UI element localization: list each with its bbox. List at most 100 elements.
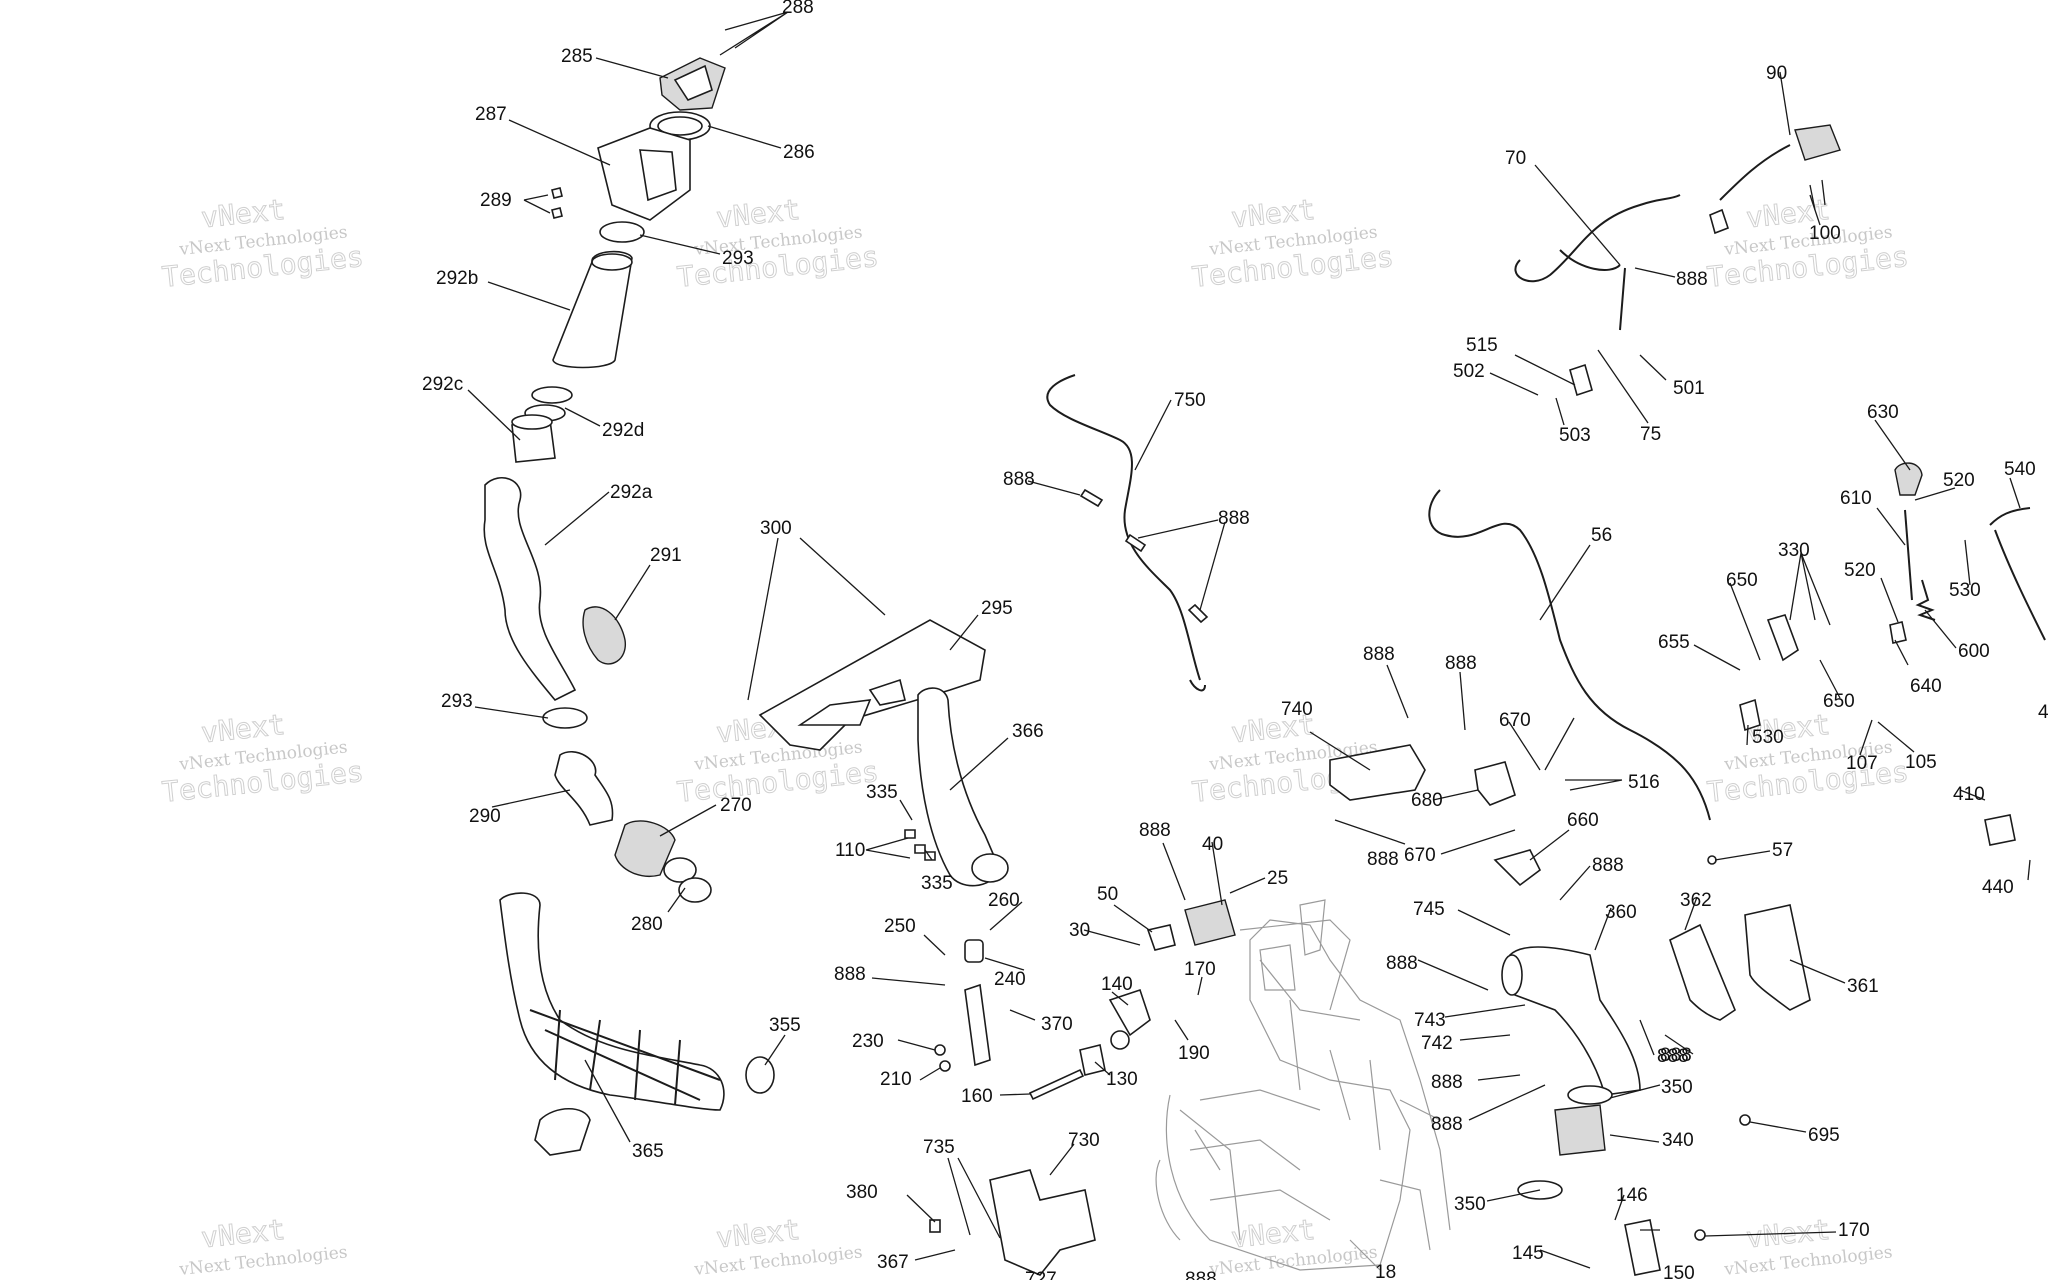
callout-label: 650 bbox=[1823, 691, 1855, 712]
callout-label: 743 bbox=[1414, 1010, 1446, 1031]
callout-label: 335 bbox=[866, 782, 898, 803]
watermark-text: vNext bbox=[1230, 193, 1317, 235]
callout-label: 501 bbox=[1673, 378, 1705, 399]
callout-label: 360 bbox=[1605, 902, 1637, 923]
callout-label: 293 bbox=[722, 248, 754, 269]
callout-label: 286 bbox=[783, 142, 815, 163]
callout-label: 735 bbox=[923, 1137, 955, 1158]
engine-outline bbox=[1155, 899, 1451, 1271]
callout-label: 280 bbox=[631, 914, 663, 935]
callout-label: 888 bbox=[834, 964, 866, 985]
callout-label: 340 bbox=[1662, 1130, 1694, 1151]
callout-label: 240 bbox=[994, 969, 1026, 990]
callout-label: 888 bbox=[1660, 1045, 1692, 1066]
callout-label: 530 bbox=[1752, 727, 1784, 748]
callout-label: 670 bbox=[1404, 845, 1436, 866]
callout-label: 730 bbox=[1068, 1130, 1100, 1151]
callout-label: 670 bbox=[1499, 710, 1531, 731]
callout-label: 57 bbox=[1772, 840, 1793, 861]
callout-label: 888 bbox=[1185, 1269, 1217, 1280]
callout-label: 410 bbox=[1953, 784, 1985, 805]
callout-label: 516 bbox=[1628, 772, 1660, 793]
callout-label: 370 bbox=[1041, 1014, 1073, 1035]
callout-label: 503 bbox=[1559, 425, 1591, 446]
callout-label: 630 bbox=[1867, 402, 1899, 423]
callout-label: 292b bbox=[436, 268, 478, 289]
callout-label: 888 bbox=[1363, 644, 1395, 665]
callout-label: 18 bbox=[1375, 1262, 1396, 1280]
callout-label: 888 bbox=[1367, 849, 1399, 870]
callout-label: 540 bbox=[2004, 459, 2036, 480]
callout-label: 107 bbox=[1846, 753, 1878, 774]
control-parts bbox=[1514, 124, 2046, 1276]
callout-label: 292d bbox=[602, 420, 644, 441]
callout-label: 90 bbox=[1766, 63, 1787, 84]
callout-label: 285 bbox=[561, 46, 593, 67]
callout-label: 361 bbox=[1847, 976, 1879, 997]
callout-label: 365 bbox=[632, 1141, 664, 1162]
callout-label: 40 bbox=[1202, 834, 1223, 855]
watermark-text: vNext bbox=[200, 1213, 287, 1255]
callout-label: 25 bbox=[1267, 868, 1288, 889]
callout-label: 355 bbox=[769, 1015, 801, 1036]
callout-label: 70 bbox=[1505, 148, 1526, 169]
callout-label: 292c bbox=[422, 374, 463, 395]
callout-label: 170 bbox=[1838, 1220, 1870, 1241]
watermark-text: vNext bbox=[715, 193, 802, 235]
callout-label: 367 bbox=[877, 1252, 909, 1273]
callout-label: 888 bbox=[1386, 953, 1418, 974]
callout-label: 260 bbox=[988, 890, 1020, 911]
callout-label: 695 bbox=[1808, 1125, 1840, 1146]
callout-label: 520 bbox=[1943, 470, 1975, 491]
callout-label: 380 bbox=[846, 1182, 878, 1203]
callout-label: 888 bbox=[1676, 269, 1708, 290]
callout-label: 350 bbox=[1661, 1077, 1693, 1098]
callout-label: 680 bbox=[1411, 790, 1443, 811]
callout-labels: 288 285 287 286 289 293 292b 292c 292d 2… bbox=[422, 0, 2048, 1280]
callout-label: 600 bbox=[1958, 641, 1990, 662]
callout-label: 742 bbox=[1421, 1033, 1453, 1054]
center-parts bbox=[758, 374, 1811, 1276]
callout-label: 660 bbox=[1567, 810, 1599, 831]
watermark-text: vNext bbox=[200, 193, 287, 235]
callout-label: 288 bbox=[782, 0, 814, 18]
callout-label: 888 bbox=[1218, 508, 1250, 529]
callout-label: 50 bbox=[1097, 884, 1118, 905]
callout-label: 888 bbox=[1431, 1114, 1463, 1135]
callout-label: 750 bbox=[1174, 390, 1206, 411]
callout-label: 655 bbox=[1658, 632, 1690, 653]
callout-label: 888 bbox=[1139, 820, 1171, 841]
callout-label: 170 bbox=[1184, 959, 1216, 980]
callout-label: 290 bbox=[469, 806, 501, 827]
callout-label: 110 bbox=[835, 840, 865, 861]
callout-label: 270 bbox=[720, 795, 752, 816]
callout-label: 640 bbox=[1910, 676, 1942, 697]
callout-label: 515 bbox=[1466, 335, 1498, 356]
callout-label: 140 bbox=[1101, 974, 1133, 995]
callout-label: 362 bbox=[1680, 890, 1712, 911]
callout-label: 300 bbox=[760, 518, 792, 539]
callout-label: 289 bbox=[480, 190, 512, 211]
callout-label: 502 bbox=[1453, 361, 1485, 382]
callout-label: 650 bbox=[1726, 570, 1758, 591]
callout-label: 130 bbox=[1106, 1069, 1138, 1090]
watermark-text: vNext bbox=[715, 1213, 802, 1255]
callout-label: 292a bbox=[610, 482, 653, 503]
callout-label: 100 bbox=[1809, 223, 1841, 244]
callout-label: 160 bbox=[961, 1086, 993, 1107]
callout-label: 30 bbox=[1069, 920, 1090, 941]
callout-label: 291 bbox=[650, 545, 682, 566]
watermark-text: vNext bbox=[200, 708, 287, 750]
leader-lines bbox=[467, 11, 2031, 1269]
callout-label: 75 bbox=[1640, 424, 1661, 445]
intake-parts bbox=[483, 57, 775, 1156]
callout-label: 145 bbox=[1512, 1243, 1544, 1264]
callout-label: 105 bbox=[1905, 752, 1937, 773]
callout-label: 293 bbox=[441, 691, 473, 712]
callout-label: 335 bbox=[921, 873, 953, 894]
callout-label: 190 bbox=[1178, 1043, 1210, 1064]
callout-label: 888 bbox=[1445, 653, 1477, 674]
callout-label: 250 bbox=[884, 916, 916, 937]
callout-label: 888 bbox=[1592, 855, 1624, 876]
